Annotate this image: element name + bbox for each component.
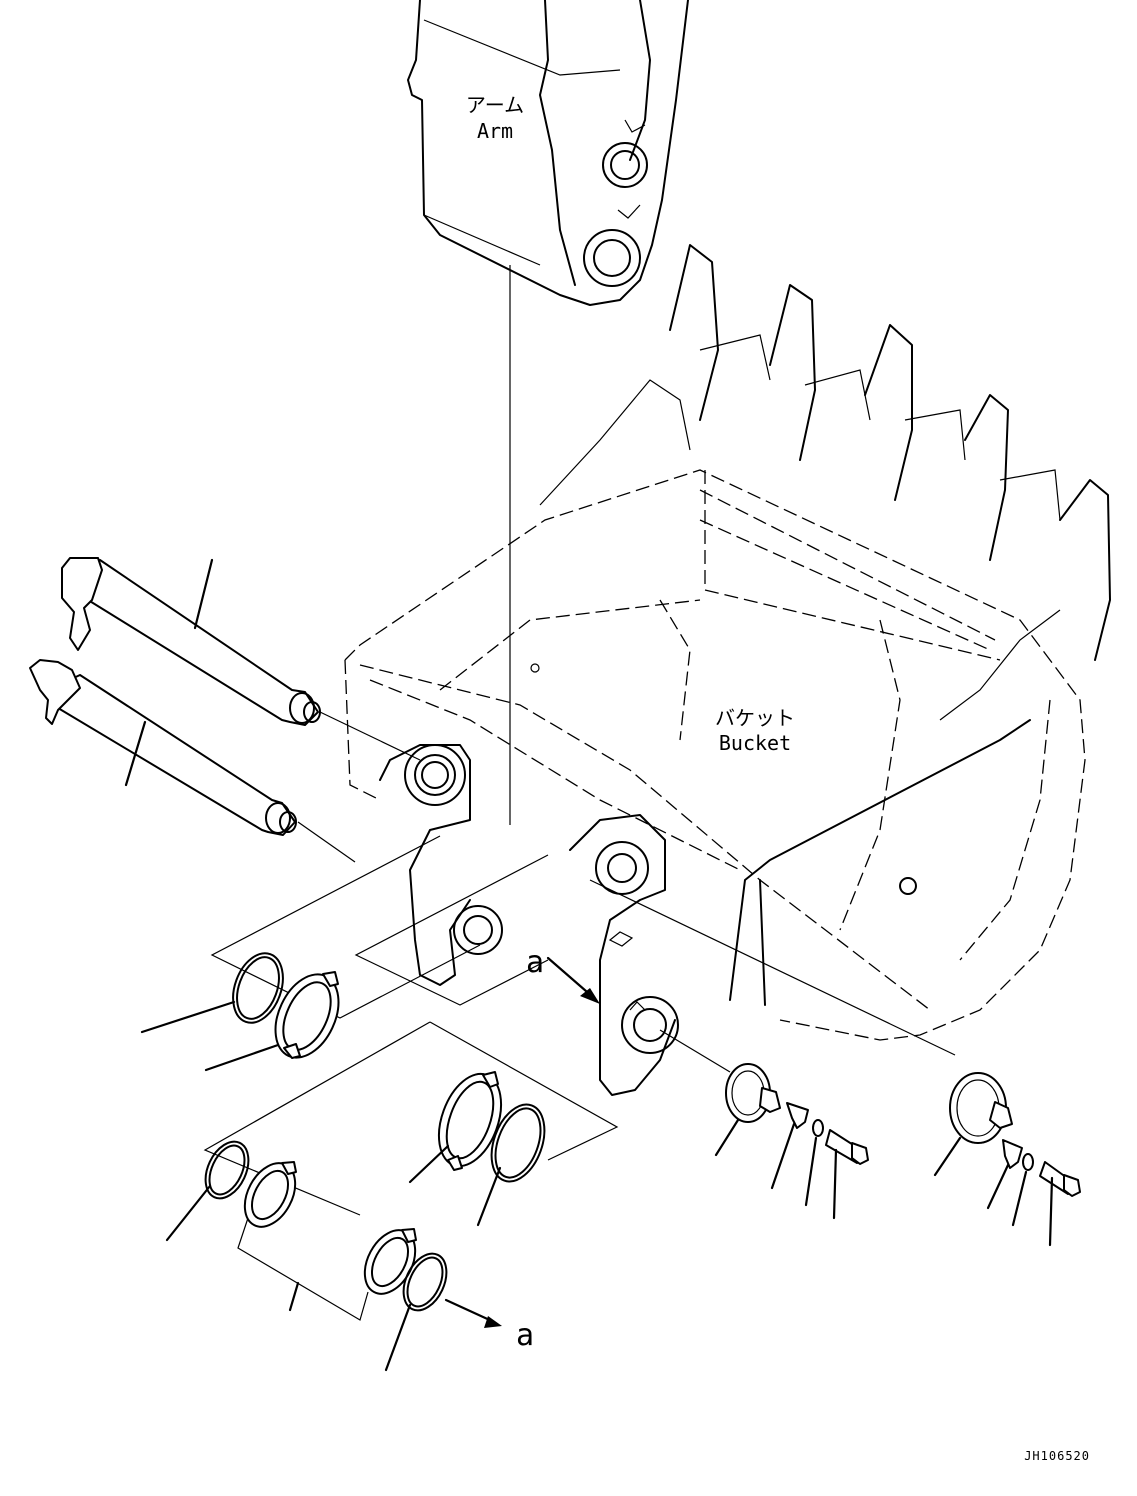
shim-plate-middle xyxy=(437,1071,503,1171)
view-marker-bottom-label: a xyxy=(516,1318,534,1353)
bolt-right xyxy=(1039,1161,1081,1197)
shim-plate-lower-right xyxy=(363,1228,417,1295)
bucket-label-en: Bucket xyxy=(719,731,791,755)
lock-plate-right xyxy=(1002,1139,1023,1169)
bolt-left xyxy=(825,1129,869,1165)
o-ring-middle xyxy=(490,1103,546,1183)
view-marker-arrow-top xyxy=(546,956,600,1004)
arm-drawing xyxy=(407,0,689,306)
arm-label-en: Arm xyxy=(477,119,513,143)
bucket-label-jp: バケット xyxy=(715,706,795,730)
lower-pin xyxy=(29,659,297,836)
assembly-brackets xyxy=(203,835,619,1216)
o-ring-upper-left xyxy=(232,952,284,1024)
arm-label-jp: アーム xyxy=(466,93,524,117)
washer-right xyxy=(1022,1153,1034,1171)
o-ring-lower-right xyxy=(402,1252,448,1312)
lock-plate-left xyxy=(786,1102,809,1129)
view-marker-arrow-bottom xyxy=(444,1298,502,1328)
view-marker-top-label: a xyxy=(526,945,544,980)
shim-plate-upper-left xyxy=(274,971,340,1059)
drawing-id: JH106520 xyxy=(1024,1449,1090,1463)
retainer-plate-left xyxy=(725,1063,781,1123)
bucket-drawing xyxy=(344,244,1111,1096)
bucket-teeth xyxy=(539,244,1111,721)
washer-left xyxy=(812,1119,824,1137)
o-ring-lower-left xyxy=(204,1140,250,1200)
shim-plate-lower-left xyxy=(243,1161,297,1228)
retainer-plate-right xyxy=(949,1072,1013,1144)
